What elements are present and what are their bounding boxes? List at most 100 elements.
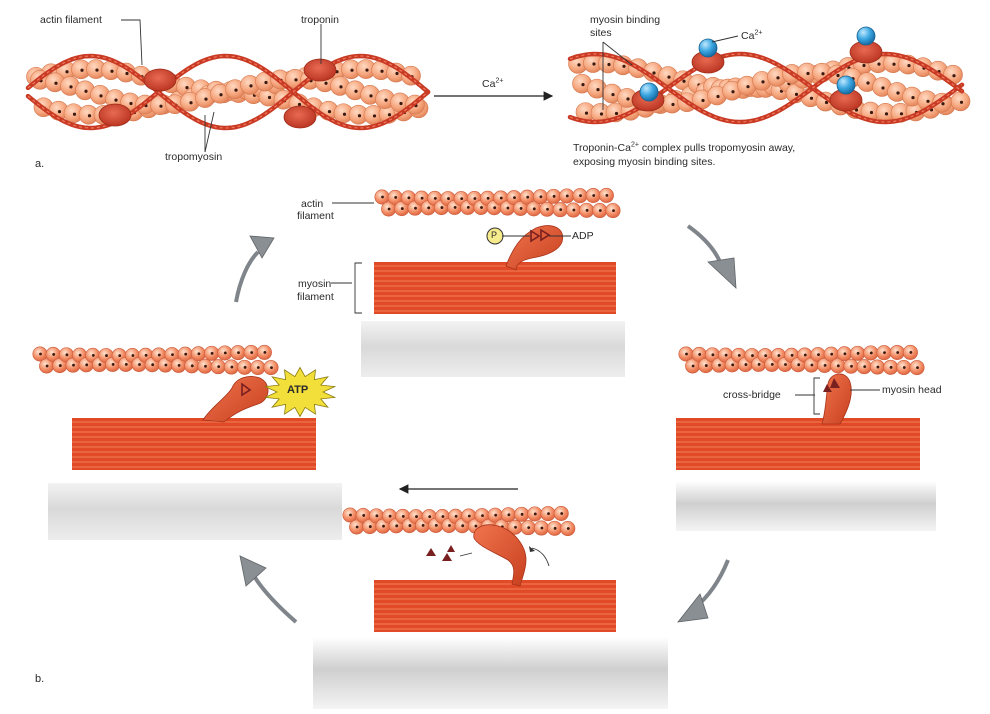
- actin-bead-dot: [539, 195, 543, 199]
- actin-filament-resting: [25, 53, 431, 131]
- label-cross-bridge: cross-bridge: [723, 389, 781, 401]
- actin-bead-dot: [433, 197, 437, 200]
- actin-bead-dot: [824, 100, 829, 105]
- actin-bead-dot: [365, 68, 369, 72]
- label-calcium-arrow: Ca2+: [482, 77, 504, 91]
- actin-bead-dot: [876, 365, 880, 369]
- actin-bead-dot: [217, 365, 221, 369]
- actin-bead-dot: [764, 354, 768, 357]
- actin-bead-dot: [157, 353, 161, 357]
- cycle-arrow-down-right: [686, 224, 722, 263]
- panel-b-letter: b.: [35, 673, 45, 685]
- actin-bead-dot: [99, 94, 103, 98]
- hidden-label-box-top: [361, 321, 625, 377]
- actin-bead-dot: [223, 351, 227, 355]
- label-troponin: troponin: [301, 14, 339, 26]
- actin-bead-dot: [270, 366, 273, 369]
- actin-filament-bottom: [342, 505, 576, 537]
- actin-bead-dot: [294, 78, 298, 82]
- actin-bead-dot: [612, 209, 615, 212]
- actin-bead-dot: [69, 85, 73, 89]
- myosin-filament-left: [72, 418, 316, 470]
- actin-bead-dot: [110, 69, 114, 73]
- actin-filament-activated: [567, 26, 971, 125]
- troponin-complex: [143, 68, 177, 92]
- actin-bead-dot: [72, 363, 75, 367]
- actin-bead-dot: [480, 206, 483, 209]
- actin-bead-dot: [724, 353, 728, 357]
- actin-bead-dot: [124, 363, 128, 366]
- actin-bead-dot: [197, 352, 201, 356]
- actin-bead-dot: [519, 206, 523, 210]
- actin-bead-dot: [598, 209, 602, 212]
- actin-bead-dot: [744, 363, 748, 366]
- actin-bead-dot: [701, 98, 705, 103]
- actin-bead-dot: [474, 524, 478, 528]
- actin-bead-dot: [65, 353, 69, 357]
- actin-bead-dot: [387, 113, 392, 117]
- panel-a-letter: a.: [35, 158, 45, 170]
- actin-bead-dot: [667, 75, 671, 79]
- actin-bead-dot: [58, 364, 62, 367]
- label-myosin-line1: myosin: [298, 278, 332, 290]
- troponin-complex: [283, 105, 317, 129]
- actin-bead-dot: [467, 514, 471, 518]
- label-tropomyosin: tropomyosin: [165, 151, 223, 163]
- actin-bead-dot: [691, 364, 695, 368]
- actin-bead-dot: [566, 527, 570, 530]
- actin-bead-dot: [118, 354, 122, 357]
- actin-bead-dot: [784, 363, 787, 366]
- actin-bead-dot: [547, 512, 550, 516]
- actin-bead-dot: [399, 101, 403, 106]
- panel-a-leader-lines: [121, 19, 739, 153]
- actin-bead-dot: [896, 351, 900, 354]
- actin-bead-dot: [204, 364, 207, 368]
- actin-bead-dot: [380, 69, 384, 73]
- actin-bead-dot: [806, 71, 810, 76]
- hidden-label-box-right: [676, 481, 936, 531]
- actin-bead-dot: [526, 195, 530, 199]
- actin-bead-dot: [883, 351, 886, 355]
- actin-bead-dot: [85, 363, 89, 367]
- actin-bead-dot: [72, 112, 77, 116]
- actin-bead-dot: [711, 353, 715, 357]
- actin-bead-dot: [751, 354, 754, 357]
- actin-bead-dot: [560, 512, 564, 515]
- actin-bead-dot: [428, 515, 432, 518]
- actin-bead-dot: [823, 363, 827, 367]
- actin-bead-dot: [78, 353, 82, 357]
- actin-bead-dot: [506, 206, 510, 210]
- caption-line2: exposing myosin binding sites.: [573, 156, 716, 168]
- actin-bead-dot: [354, 89, 358, 93]
- adp-triangles-right: [823, 378, 840, 392]
- actin-bead-dot: [372, 114, 377, 118]
- actin-bead-dot: [585, 208, 589, 212]
- actin-bead-dot: [129, 101, 133, 106]
- actin-bead-dot: [746, 85, 750, 89]
- actin-bead-dot: [98, 363, 102, 366]
- actin-bead-dot: [250, 351, 254, 354]
- actin-bead-dot: [761, 80, 765, 84]
- actin-bead-dot: [520, 512, 524, 516]
- released-adp-triangles: [426, 545, 455, 561]
- actin-filament-left: [32, 344, 279, 376]
- tropomyosin-strand-highlight: [27, 55, 429, 129]
- actin-bead-dot: [776, 76, 780, 80]
- actin-bead-dot: [540, 526, 544, 530]
- actin-bead-dot: [388, 514, 392, 518]
- actin-bead-dot: [387, 207, 391, 211]
- actin-bead-dot: [95, 68, 99, 72]
- tropomyosin-strand-highlight: [27, 55, 429, 129]
- actin-bead-dot: [856, 351, 860, 355]
- actin-bead-dot: [862, 63, 866, 68]
- label-phosphate: P: [491, 230, 498, 240]
- actin-bead-dot: [45, 364, 49, 368]
- actin-bead-dot: [685, 352, 688, 356]
- actin-bead-dot: [907, 63, 911, 68]
- actin-bead-dot: [850, 364, 853, 368]
- actin-bead-dot: [453, 206, 457, 209]
- myosin-head-right: [821, 373, 852, 425]
- actin-bead-dot: [499, 196, 503, 200]
- actin-bead-dot: [797, 363, 801, 367]
- actin-bead-dot: [652, 71, 656, 75]
